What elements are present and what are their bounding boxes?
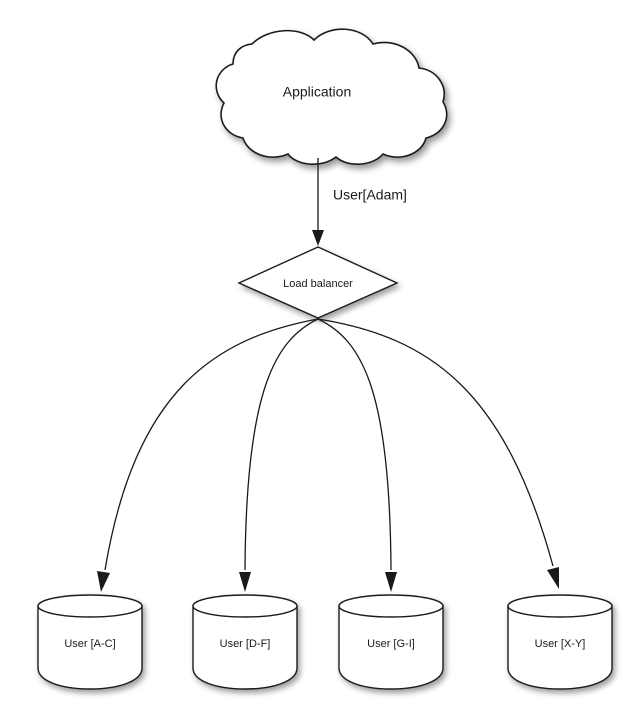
- cylinder-body-4: [507, 605, 613, 690]
- cylinder-body-1: [37, 605, 143, 690]
- edge-balancer-to-db-4-arrowhead: [547, 567, 559, 589]
- edge-balancer-to-db-1-line: [104, 318, 319, 571]
- database-node-3[interactable]: User [G-I]: [338, 594, 444, 690]
- edge-balancer-to-db-2-line: [244, 318, 319, 571]
- database-label-3: User [G-I]: [367, 638, 415, 650]
- edge-balancer-to-db-1-arrowhead: [97, 571, 110, 592]
- database-node-2[interactable]: User [D-F]: [192, 594, 298, 690]
- load-balancer-node[interactable]: Load balancer: [237, 246, 399, 319]
- database-node-1[interactable]: User [A-C]: [37, 594, 143, 690]
- edge-balancer-to-db-2: [239, 318, 319, 592]
- edge-balancer-to-db-2-arrowhead: [239, 572, 251, 592]
- database-label-4: User [X-Y]: [535, 638, 586, 650]
- edge-balancer-to-db-4: [317, 318, 559, 589]
- cylinder-body-3: [338, 605, 444, 690]
- diamond-shape: [237, 246, 399, 319]
- edge-app-to-balancer: User[Adam]: [312, 158, 407, 246]
- database-node-4[interactable]: User [X-Y]: [507, 594, 613, 690]
- edge-app-to-balancer-arrowhead: [312, 230, 324, 246]
- load-balancer-label: Load balancer: [283, 278, 353, 290]
- cloud-shape: [215, 28, 448, 165]
- cylinder-top-4: [507, 594, 613, 618]
- cylinder-top-3: [338, 594, 444, 618]
- cylinder-top-2: [192, 594, 298, 618]
- cylinder-body-2: [192, 605, 298, 690]
- application-cloud-node[interactable]: Application: [215, 28, 448, 165]
- edge-app-to-balancer-label: User[Adam]: [333, 187, 407, 203]
- edge-balancer-to-db-3-arrowhead: [385, 572, 397, 592]
- edge-balancer-to-db-4-line: [317, 318, 554, 567]
- database-label-1: User [A-C]: [64, 638, 115, 650]
- edge-balancer-to-db-3-line: [317, 318, 392, 571]
- database-label-2: User [D-F]: [220, 638, 271, 650]
- edge-balancer-to-db-1: [97, 318, 319, 592]
- edge-balancer-to-db-3: [317, 318, 397, 592]
- cylinder-top-1: [37, 594, 143, 618]
- application-label: Application: [283, 84, 352, 100]
